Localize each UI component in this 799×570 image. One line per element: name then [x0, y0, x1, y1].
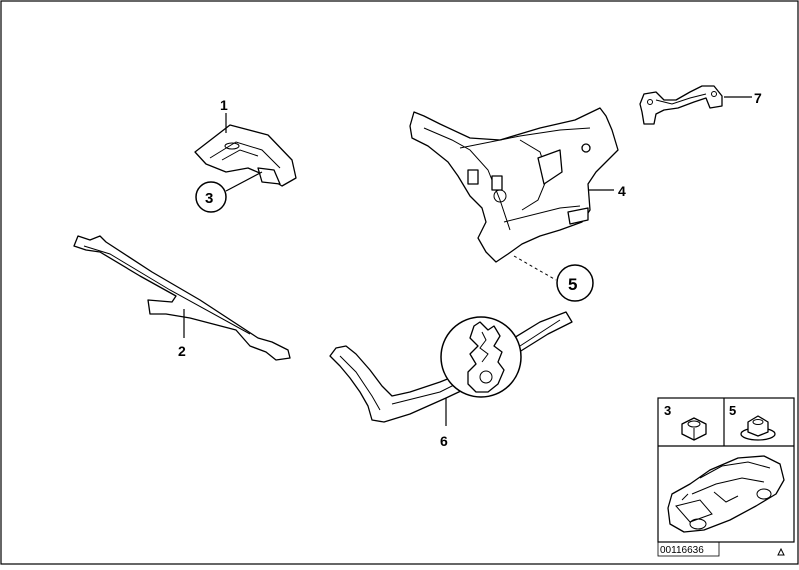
diagram-id: 00116636 — [660, 545, 704, 556]
car-location-icon — [667, 455, 785, 533]
part-4-large-bracket[interactable] — [409, 107, 619, 263]
diagram-id-box — [657, 541, 720, 557]
part-1-bracket[interactable] — [194, 124, 297, 187]
part-6-edge-strip[interactable] — [329, 311, 573, 423]
part-number-2: 2 — [178, 343, 186, 359]
part-7-clamp[interactable] — [639, 85, 723, 125]
part-number-1: 1 — [220, 97, 228, 113]
callout-number-3: 3 — [205, 190, 213, 207]
part-number-4: 4 — [618, 183, 626, 199]
inset-panel: 3 5 — [657, 397, 795, 543]
part-2-strap[interactable] — [73, 235, 291, 361]
inset-label-5: 5 — [729, 403, 736, 418]
part-number-7: 7 — [754, 90, 762, 106]
hex-nut-icon — [681, 417, 707, 441]
callout-circle-5 — [556, 264, 594, 302]
inset-label-3: 3 — [664, 403, 671, 418]
part-number-6: 6 — [440, 433, 448, 449]
flange-nut-icon — [740, 415, 776, 441]
callout-number-5: 5 — [568, 275, 577, 294]
callout-circle-3 — [195, 181, 227, 213]
triangle-marker-icon — [777, 547, 785, 556]
